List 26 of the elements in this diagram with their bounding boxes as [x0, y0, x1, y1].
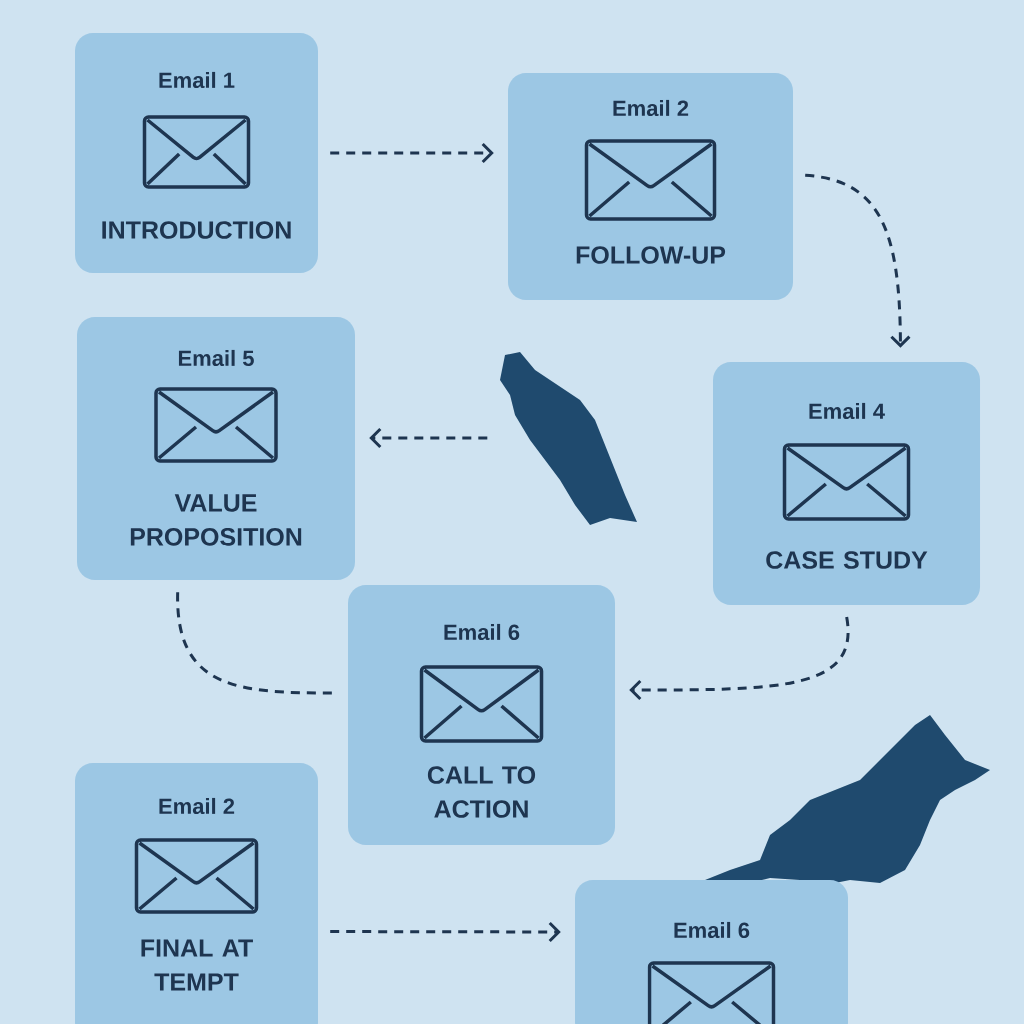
- card-title: Email 2: [613, 99, 689, 117]
- email-card: [575, 880, 848, 1024]
- arrow: [369, 427, 488, 449]
- card-label: FOLLOW-UP: [576, 246, 726, 264]
- card-label: INTRODUCTION: [102, 221, 291, 239]
- card-title: Email 6: [674, 921, 750, 939]
- card-title: Email 4: [809, 402, 885, 420]
- email-card: [713, 362, 980, 605]
- email-card: [75, 33, 318, 273]
- arrow: [330, 142, 494, 164]
- card-label: CASE STUDY: [766, 551, 928, 569]
- card-label: FINAL AT TEMPT: [141, 939, 253, 991]
- email-card: [508, 73, 793, 300]
- map-drawing: [500, 352, 637, 525]
- email-card: [77, 317, 355, 580]
- arrow: [805, 173, 911, 348]
- card-label: VALUE PROPOSITION: [130, 494, 302, 546]
- card-title: Email 1: [159, 71, 235, 89]
- card-label: CALL TO ACTION: [427, 766, 536, 818]
- email-card: [75, 763, 318, 1024]
- card-title: Email 2: [159, 797, 235, 815]
- email-card: [348, 585, 615, 845]
- arrow: [330, 921, 561, 943]
- card-title: Email 6: [444, 623, 520, 641]
- card-title: Email 5: [178, 349, 254, 367]
- arrow: [629, 616, 850, 701]
